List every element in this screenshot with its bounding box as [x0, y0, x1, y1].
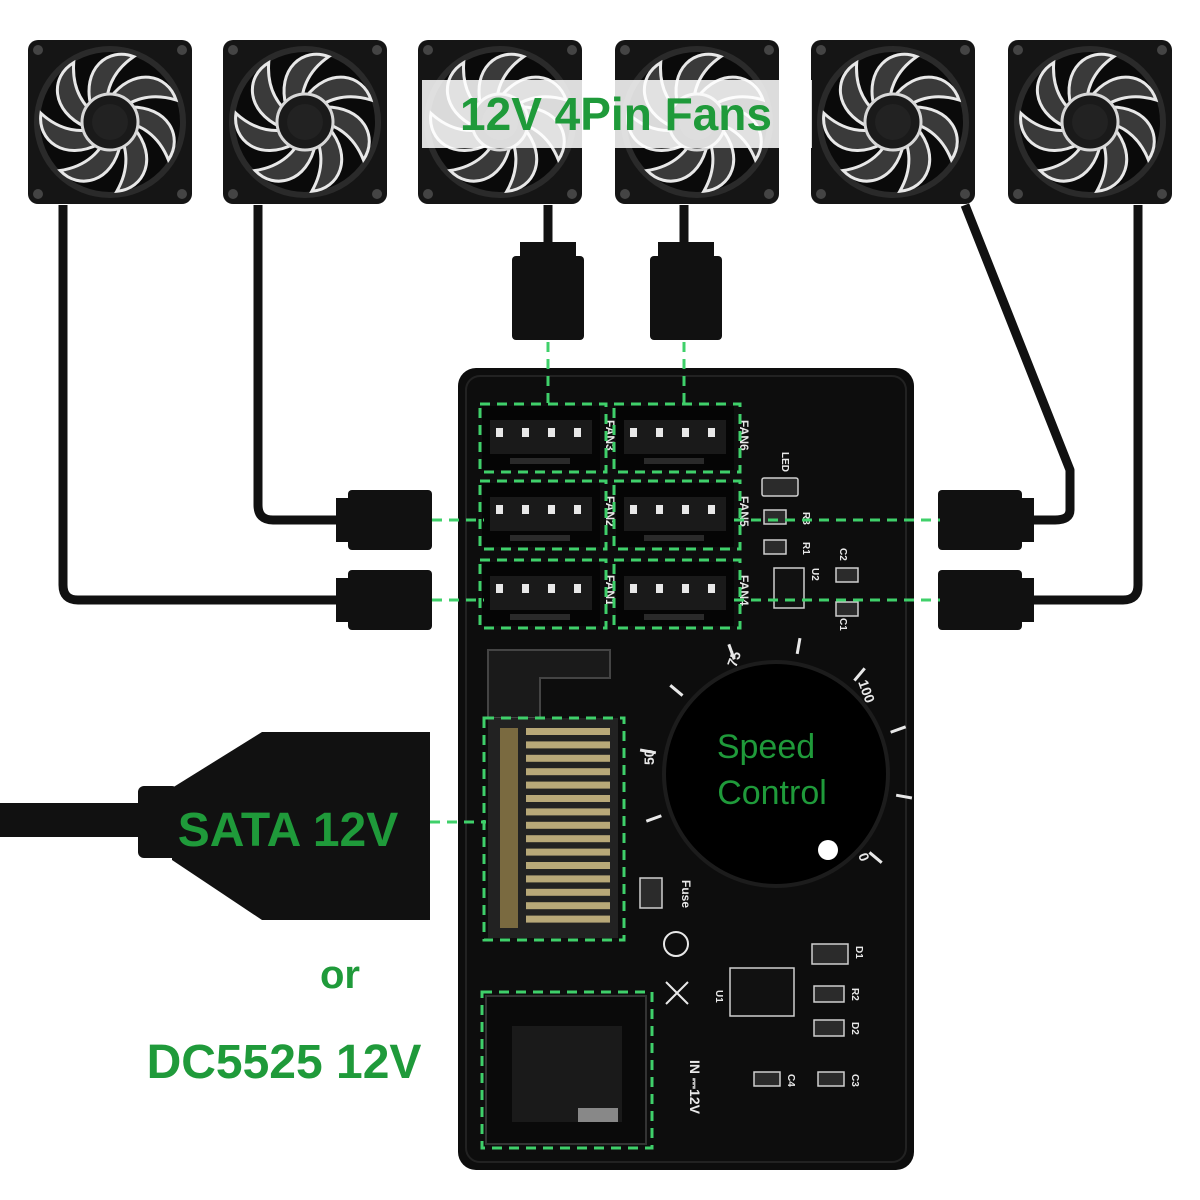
sata-pin	[526, 728, 610, 735]
c2-label: C2	[837, 548, 848, 561]
sata-pin	[526, 888, 610, 896]
sata-pin	[526, 754, 610, 762]
c3-label: C3	[849, 1074, 860, 1087]
chip-u1	[729, 967, 795, 1017]
led-component	[761, 477, 799, 497]
u1-label: U1	[713, 990, 724, 1003]
title-plate	[422, 80, 812, 148]
c4-label: C4	[785, 1074, 796, 1087]
d2-label: D2	[849, 1022, 860, 1035]
sata-pin	[526, 768, 610, 776]
sata-pin	[526, 835, 610, 843]
dial-tick	[645, 814, 662, 823]
dial-tick	[727, 643, 736, 660]
title-label: 12V 4Pin Fans	[460, 88, 772, 140]
fan-icon	[221, 38, 389, 206]
dial-tick	[639, 748, 657, 755]
speed-knob[interactable]	[662, 660, 890, 888]
sata-cable	[0, 732, 430, 920]
fan-icon	[809, 38, 977, 206]
sata-pin	[526, 821, 610, 829]
r2-label: R2	[849, 988, 860, 1001]
sata-pin	[526, 875, 610, 883]
sata-pin	[526, 915, 610, 923]
dial-tick	[669, 684, 684, 697]
r1-label: R1	[800, 542, 811, 555]
scale-label-75: 75	[724, 649, 744, 669]
knob-label-line2: Control	[717, 774, 827, 812]
sata-pin	[526, 808, 610, 816]
fan-icon	[26, 38, 194, 206]
dial-tick	[868, 851, 883, 864]
header-label-fan4: FAN4	[737, 575, 751, 606]
fan-cables	[58, 203, 1143, 605]
or-label: or	[320, 953, 360, 997]
sata-pin	[526, 862, 610, 869]
fuse-component	[639, 877, 663, 909]
sata-label: SATA 12V	[178, 804, 399, 857]
in-12v-label: IN ⎓12V	[687, 1060, 703, 1115]
sata-pin	[526, 848, 610, 856]
dc-label: DC5525 12V	[147, 1036, 422, 1089]
plug-fan3	[512, 242, 584, 340]
knob-indicator-dot	[818, 840, 838, 860]
header-label-fan6: FAN6	[737, 420, 751, 451]
scale-label-50: 50	[641, 749, 657, 765]
dial-tick	[853, 667, 866, 682]
fuse-label: Fuse	[679, 880, 693, 908]
dial-tick	[795, 637, 802, 655]
dashed-guides	[430, 342, 940, 1150]
sata-pin	[526, 741, 610, 749]
d1-label: D1	[853, 946, 864, 959]
dc-jack	[485, 995, 647, 1145]
plug-fan2	[336, 490, 432, 550]
dial-tick	[890, 725, 907, 734]
plug-fan1	[336, 570, 432, 630]
hub-board: FAN3 FAN6 FAN2 FAN5 FAN1 FAN4 LED R3 R1 …	[458, 368, 914, 1170]
sata-pin	[526, 902, 610, 910]
knob-label-line1: Speed	[717, 728, 815, 766]
sata-pin	[526, 795, 610, 802]
c1-label: C1	[837, 618, 848, 631]
plug-fan6	[650, 242, 722, 340]
fan-icon	[1006, 38, 1174, 206]
recycle-icons	[663, 931, 689, 1005]
led-label: LED	[779, 452, 790, 472]
dial-tick	[895, 793, 913, 800]
plug-fan5	[938, 490, 1034, 550]
u2-label: U2	[809, 568, 820, 581]
plug-fan4	[938, 570, 1034, 630]
sata-pin	[526, 781, 610, 789]
sata-pins	[526, 728, 610, 923]
